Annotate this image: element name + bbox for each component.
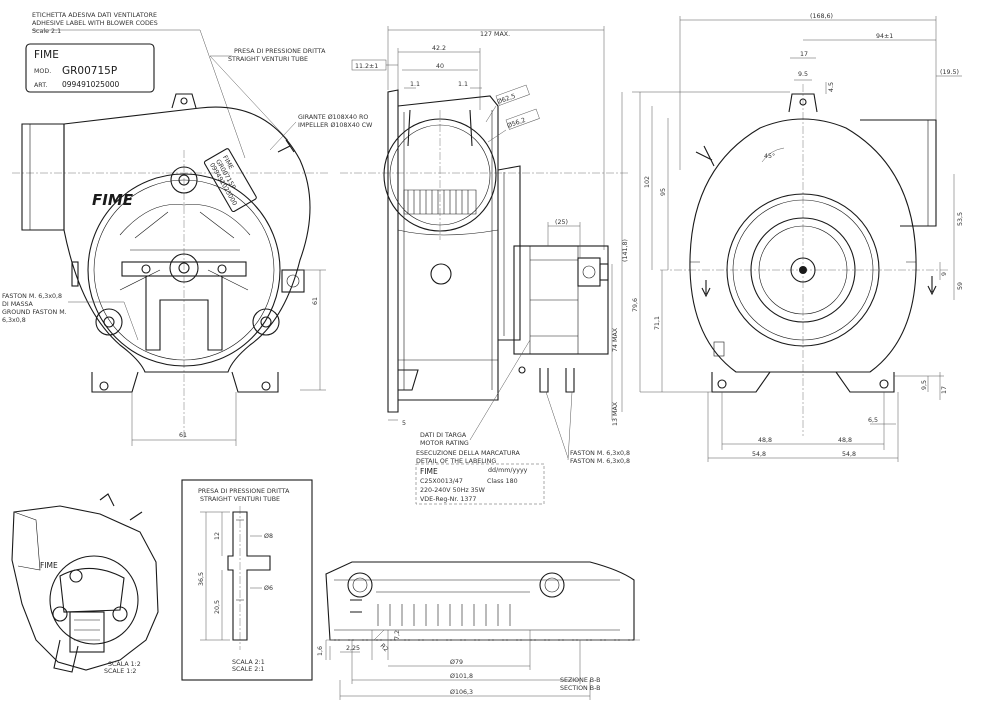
note-faston-1: FASTON M. 6,3x0,8 (2, 293, 62, 300)
motor-label-date: dd/mm/yyyy (488, 467, 528, 474)
motor-label-line1b: Class 180 (487, 478, 518, 485)
venturi-detail-frame (181, 479, 313, 681)
title-mod-value: GR00715P (62, 65, 117, 77)
dim-side-25: (25) (555, 219, 568, 226)
dim-rear-548b: 54,8 (842, 451, 856, 458)
note-marking-en: DETAIL OF THE LABELING (416, 458, 496, 465)
note-venturi-it: PRESA DI PRESSIONE DRITTA (234, 48, 326, 55)
dim-venturi-365: 36,5 (198, 572, 205, 586)
dim-rear-17b: 17 (941, 386, 948, 394)
title-block: FIME MOD. GR00715P ART. 099491025000 (25, 43, 155, 93)
dim-side-112: 11.2±1 (355, 63, 378, 70)
scale-b2: SCALE 2:1 (232, 666, 264, 673)
dim-venturi-d8: Ø8 (264, 532, 273, 540)
scale-a2: SCALE 1:2 (104, 668, 136, 675)
section-bb: 1,6 2,25 7,2 R2 Ø79 Ø101,8 Ø106,3 SEZION… (317, 561, 640, 700)
dim-front-61-v: 61 (312, 297, 319, 305)
note-label-it: ETICHETTA ADESIVA DATI VENTILATORE (32, 12, 157, 19)
note-impeller-it: GIRANTE Ø108X40 RO (298, 113, 368, 121)
dim-side-11b: 1.1 (458, 81, 468, 88)
dim-rear-45: 4.5 (828, 82, 835, 92)
dim-section-72: 7,2 (394, 630, 401, 640)
dim-side-1418: (141,8) (622, 239, 629, 262)
title-block-frame (25, 43, 155, 93)
dim-section-d1063: Ø106,3 (450, 688, 473, 696)
motor-label-line1: C25X0013/47 (420, 478, 463, 485)
scale-a1: SCALA 1:2 (108, 661, 141, 668)
dim-side-127: 127 MAX. (480, 31, 510, 38)
dim-rear-796: 79,6 (632, 298, 639, 312)
rear-view: (168,6) 94±1 17 9.5 4.5 (19.5) 45° 79,6 … (632, 13, 964, 462)
venturi-detail-it: PRESA DI PRESSIONE DRITTA (198, 488, 290, 495)
dim-rear-535: 53,5 (957, 212, 964, 226)
note-faston-4: 6,3x0,8 (2, 317, 26, 324)
dim-section-d79: Ø79 (450, 658, 463, 666)
dim-side-42: 42.2 (432, 45, 446, 52)
dim-venturi-205: 20,5 (214, 600, 221, 614)
dim-rear-9: 9 (941, 272, 948, 276)
side-view: 127 MAX. 42.2 40 1.1 1.1 11.2±1 (340, 26, 630, 505)
dim-rear-195: (19.5) (940, 69, 959, 76)
venturi-detail: PRESA DI PRESSIONE DRITTA STRAIGHT VENTU… (181, 479, 313, 681)
note-rating-it: DATI DI TARGA (420, 432, 467, 439)
housing-logo: FIME (92, 191, 134, 209)
motor-label-line3: VDE-Reg-Nr. 1377 (420, 496, 476, 503)
title-art-value: 099491025000 (62, 80, 119, 89)
dim-section-d1018: Ø101,8 (450, 672, 473, 680)
title-mod-label: MOD. (34, 68, 51, 75)
dim-rear-95b: 9,5 (921, 380, 928, 390)
dim-rear-95v: 95 (660, 188, 667, 196)
title-brand: FIME (34, 49, 59, 61)
dim-side-d62: Ø62,5 (496, 92, 517, 106)
dim-section-r2: R2 (379, 642, 390, 653)
motor-label-line2: 220-240V 50Hz 35W (420, 487, 486, 494)
dim-side-11a: 1.1 (410, 81, 420, 88)
note-faston-r2: FASTON M. 6,3x0,8 (570, 458, 630, 465)
note-label-scale: Scale 2:1 (32, 28, 61, 35)
note-faston-2: DI MASSA (2, 301, 34, 308)
dim-side-13: 13 MAX (612, 401, 619, 426)
dim-venturi-12: 12 (214, 532, 221, 540)
dim-rear-17: 17 (800, 51, 808, 58)
front-view: FIME FIME GR00715P 099491025000 FASTON M… (2, 93, 330, 446)
isometric-view: FIME SCALA 1:2 SCALE 1:2 (11, 493, 159, 675)
dim-rear-548a: 54,8 (752, 451, 766, 458)
scale-b1: SCALA 2:1 (232, 659, 265, 666)
dim-rear-1686: (168,6) (810, 13, 833, 20)
note-venturi-en: STRAIGHT VENTURI TUBE (228, 56, 308, 63)
note-faston-3: GROUND FASTON M. (2, 309, 67, 316)
dim-section-16: 1,6 (317, 646, 324, 656)
dim-rear-95: 9.5 (798, 71, 808, 78)
dim-rear-488a: 48,8 (758, 437, 772, 444)
dim-rear-59: 59 (957, 282, 964, 290)
dim-rear-711: 71,1 (654, 316, 661, 330)
section-label-it: SEZIONE B-B (560, 677, 600, 684)
dim-section-225: 2,25 (346, 645, 360, 652)
dim-side-d56: Ø56,2 (506, 116, 527, 130)
dim-rear-488b: 48,8 (838, 437, 852, 444)
motor-label-brand: FIME (420, 467, 438, 476)
dim-venturi-d6: Ø6 (264, 584, 273, 592)
venturi-detail-en: STRAIGHT VENTURI TUBE (200, 496, 280, 503)
note-label-en: ADHESIVE LABEL WITH BLOWER CODES (32, 20, 158, 27)
dim-rear-45deg: 45° (764, 152, 775, 160)
section-label-en: SECTION B-B (560, 685, 600, 692)
dim-front-61-h: 61 (179, 432, 187, 439)
note-faston-r1: FASTON M. 6,3x0,8 (570, 450, 630, 457)
dim-side-74: 74 MAX (612, 327, 619, 352)
note-rating-en: MOTOR RATING (420, 440, 469, 447)
title-art-label: ART. (34, 82, 47, 89)
dim-side-40: 40 (436, 63, 444, 70)
dim-side-5: 5 (402, 420, 406, 427)
note-impeller-en: IMPELLER Ø108X40 CW (298, 121, 373, 129)
dim-rear-94: 94±1 (876, 33, 893, 40)
dim-rear-102: 102 (644, 176, 651, 188)
dim-rear-65: 6,5 (868, 417, 878, 424)
iso-logo: FIME (40, 561, 58, 570)
note-marking-it: ESECUZIONE DELLA MARCATURA (416, 450, 521, 457)
